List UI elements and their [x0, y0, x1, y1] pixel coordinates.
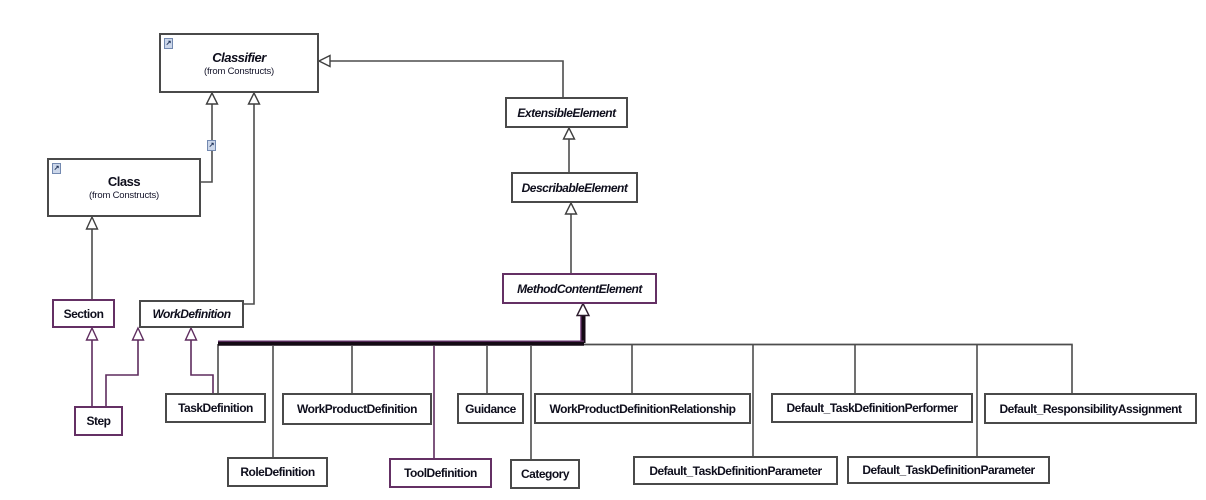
- edge-extensibleelement-classifier: [330, 60, 564, 97]
- purple-arrowheads: [85, 326, 198, 341]
- arrowhead-workdefinition-bottom-left: [131, 326, 145, 341]
- class-box-method-content-element[interactable]: MethodContentElement: [502, 273, 657, 304]
- class-box-step[interactable]: Step: [74, 406, 123, 436]
- class-box-work-product-definition[interactable]: WorkProductDefinition: [282, 393, 432, 425]
- navigate-icon[interactable]: ↗: [52, 163, 61, 174]
- class-box-guidance[interactable]: Guidance: [457, 393, 524, 424]
- arrowhead-classifier-bottom-left: [205, 91, 219, 105]
- class-package-label: (from Constructs): [204, 65, 274, 77]
- arrowhead-methodcontentelement-bottom: [575, 301, 591, 317]
- thick-bus: [218, 315, 586, 346]
- class-box-task-definition[interactable]: TaskDefinition: [165, 393, 266, 423]
- class-name: Class: [107, 174, 141, 189]
- purple-inheritance-edges: [91, 339, 435, 458]
- arrowhead-section-bottom: [85, 326, 99, 341]
- class-name: Default_TaskDefinitionPerformer: [786, 401, 959, 415]
- class-name: Category: [520, 467, 570, 481]
- class-name: DescribableElement: [521, 180, 628, 195]
- class-box-default-task-definition-performer[interactable]: Default_TaskDefinitionPerformer: [771, 393, 973, 423]
- class-name: MethodContentElement: [517, 281, 642, 296]
- class-name: Section: [63, 306, 104, 321]
- edge-workdefinition-classifier: [244, 104, 255, 305]
- class-package-label: (from Constructs): [89, 190, 159, 201]
- class-name: TaskDefinition: [178, 401, 253, 415]
- class-box-extensible-element[interactable]: ExtensibleElement: [505, 97, 628, 128]
- class-box-work-product-definition-relationship[interactable]: WorkProductDefinitionRelationship: [534, 393, 751, 424]
- class-box-default-task-definition-parameter-1[interactable]: Default_TaskDefinitionParameter: [633, 456, 838, 485]
- class-box-category[interactable]: Category: [510, 459, 580, 489]
- class-box-work-definition[interactable]: WorkDefinition: [139, 300, 244, 328]
- class-box-classifier[interactable]: ↗ Classifier (from Constructs): [159, 33, 319, 93]
- arrowhead-describableelement-bottom: [564, 201, 578, 215]
- class-box-default-task-definition-parameter-2[interactable]: Default_TaskDefinitionParameter: [847, 456, 1050, 484]
- arrowhead-workdefinition-bottom-right: [184, 326, 198, 341]
- inheritance-edges: [91, 60, 1073, 459]
- class-name: ToolDefinition: [404, 466, 477, 480]
- navigate-icon[interactable]: ↗: [164, 38, 173, 49]
- generalization-arrowheads: [85, 54, 591, 317]
- class-name: Step: [86, 414, 111, 428]
- arrowhead-extensibleelement-bottom: [562, 126, 576, 140]
- class-box-role-definition[interactable]: RoleDefinition: [227, 457, 328, 487]
- class-name: WorkProductDefinitionRelationship: [549, 401, 736, 416]
- class-box-section[interactable]: Section: [52, 299, 115, 328]
- class-name: Guidance: [465, 401, 516, 416]
- navigate-icon[interactable]: ↗: [207, 140, 216, 151]
- class-box-default-responsibility-assignment[interactable]: Default_ResponsibilityAssignment: [984, 393, 1197, 424]
- class-name: RoleDefinition: [240, 465, 315, 479]
- class-name: ExtensibleElement: [517, 105, 616, 120]
- arrowhead-classifier-bottom-right: [247, 91, 261, 105]
- class-name: Default_TaskDefinitionParameter: [862, 463, 1035, 477]
- class-name: Default_ResponsibilityAssignment: [999, 401, 1182, 416]
- class-name: WorkDefinition: [152, 307, 231, 321]
- class-box-class[interactable]: ↗ Class (from Constructs): [47, 158, 201, 217]
- class-name: Default_TaskDefinitionParameter: [649, 463, 822, 478]
- arrowhead-class-bottom: [85, 215, 99, 230]
- class-name: Classifier: [212, 49, 266, 65]
- class-box-describable-element[interactable]: DescribableElement: [511, 172, 638, 203]
- edge-step-workdefinition: [105, 339, 139, 406]
- class-box-tool-definition[interactable]: ToolDefinition: [389, 458, 492, 488]
- edge-class-classifier: [201, 104, 213, 183]
- class-name: WorkProductDefinition: [297, 402, 417, 416]
- arrowhead-classifier-right: [317, 54, 331, 68]
- edge-taskdefinition-workdefinition: [190, 339, 214, 393]
